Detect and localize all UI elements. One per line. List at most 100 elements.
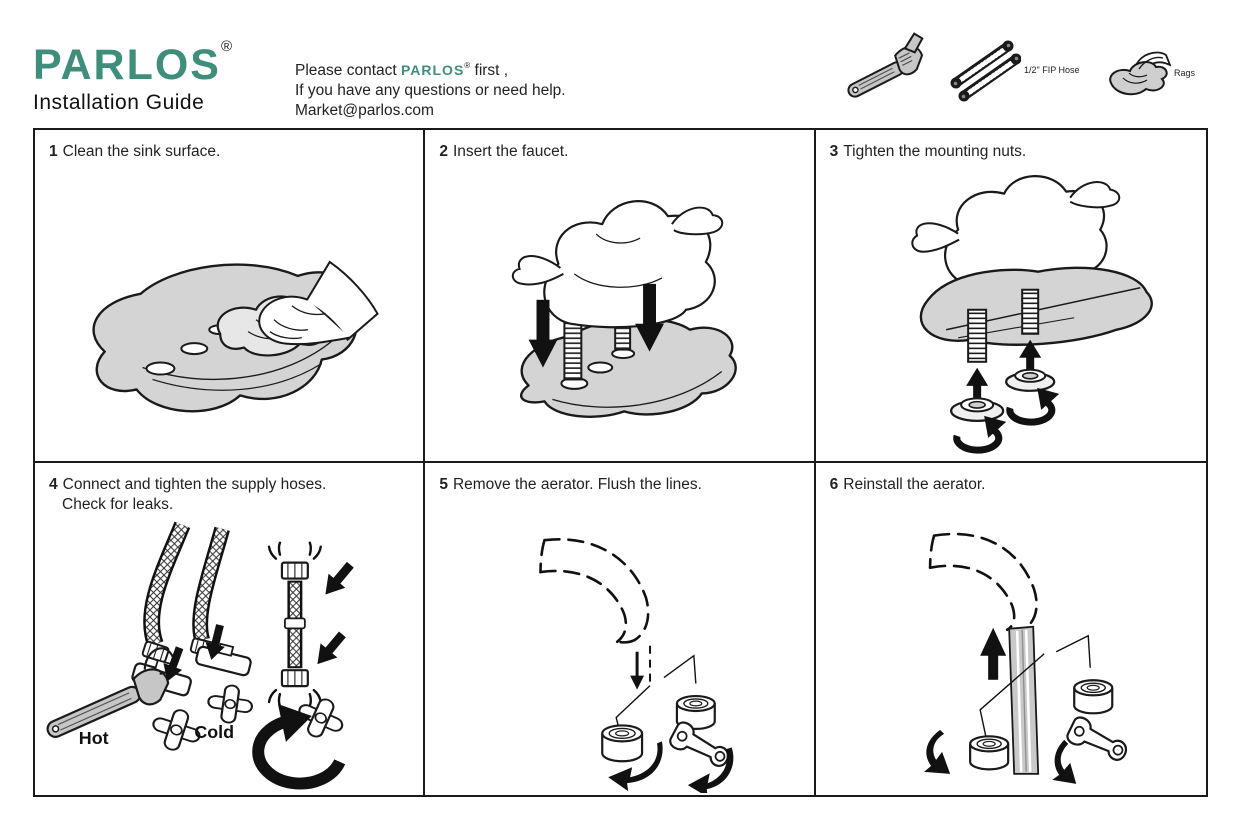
contact-info: Please contact PARLOS® first , If you ha…	[295, 56, 566, 121]
valve-handle	[152, 708, 201, 751]
step-text: Tighten the mounting nuts.	[843, 143, 1027, 160]
rotate-arrow	[923, 729, 950, 774]
hot-label: Hot	[79, 727, 109, 747]
wrench-icon	[847, 32, 924, 98]
step-text: Insert the faucet.	[452, 143, 569, 160]
faucet-handle-right	[671, 206, 724, 236]
aerator	[601, 723, 644, 762]
threaded-shank	[1020, 288, 1039, 335]
sink-hole	[587, 361, 614, 374]
rotate-arrow	[252, 703, 346, 790]
sink-hole	[180, 342, 209, 356]
up-arrow	[965, 367, 988, 398]
aerator-key-tool	[1066, 716, 1127, 761]
step-text: Reinstall the aerator.	[843, 475, 986, 493]
down-arrow	[325, 561, 354, 594]
step-2-illustration	[512, 200, 738, 418]
faucet-handle-left	[910, 222, 960, 253]
contact-email: Market@parlos.com	[295, 102, 434, 119]
step-number: 6	[829, 475, 839, 493]
water-stream	[1007, 625, 1039, 775]
cold-label: Cold	[194, 721, 234, 741]
brand-inline: PARLOS	[400, 62, 465, 78]
step-4-title-line2: Check for leaks.	[62, 495, 174, 513]
faucet-handle-right	[1069, 181, 1120, 209]
step-number: 4	[49, 475, 58, 493]
step-1-illustration	[92, 260, 379, 413]
faucet-body	[543, 200, 717, 329]
rotate-arrow	[1051, 739, 1076, 784]
hose-icon	[950, 40, 1021, 102]
down-arrow	[163, 645, 184, 681]
brand-logo: PARLOS	[33, 41, 221, 89]
valve-handle	[207, 684, 253, 723]
aerator	[968, 734, 1009, 770]
leak-splash	[267, 541, 322, 707]
logo-block: PARLOS® Installation Guide	[33, 38, 232, 115]
step-4-illustration: Hot Cold	[46, 521, 354, 790]
down-arrow	[635, 283, 665, 352]
wrench	[46, 646, 175, 738]
threaded-shank	[966, 308, 987, 363]
hose-check	[252, 541, 354, 790]
up-arrow	[979, 627, 1006, 680]
rotate-arrow	[952, 415, 1006, 454]
mounting-nut	[949, 397, 1004, 422]
up-arrow	[1018, 339, 1041, 370]
rags-icon	[1109, 51, 1171, 96]
registered-inline: ®	[464, 61, 471, 70]
step-number: 3	[829, 143, 839, 160]
faucet-handle-left	[512, 255, 565, 286]
valve-handle	[298, 697, 344, 737]
hand	[258, 295, 350, 346]
step-text: Connect and tighten the supply hoses.	[62, 475, 327, 493]
spout-outline	[928, 532, 1038, 632]
rags-label: Rags	[1174, 68, 1196, 78]
step-5-illustration	[539, 537, 734, 793]
step-text: Clean the sink surface.	[62, 143, 221, 160]
rotate-arrow	[1005, 387, 1059, 426]
mounting-nut	[1004, 368, 1055, 392]
hose-label: 1/2" FIP Hose	[1024, 65, 1080, 75]
step-3-illustration	[910, 175, 1153, 454]
contact-text: first ,	[470, 62, 509, 79]
tool-wrench	[841, 30, 937, 104]
registered-trademark: ®	[221, 38, 233, 55]
contact-line-2: If you have any questions or need help.	[295, 82, 566, 99]
tool-rags: Rags	[1105, 46, 1195, 100]
spout-outline	[539, 537, 650, 644]
contact-line-1: Please contact PARLOS® first ,	[295, 56, 566, 81]
down-arrow	[528, 299, 558, 368]
step-number: 1	[49, 143, 58, 160]
step-text: Remove the aerator. Flush the lines.	[452, 475, 702, 493]
sink-hole	[145, 361, 176, 376]
aerator-key-tool	[669, 720, 730, 767]
rotate-arrow	[688, 746, 734, 793]
leader-line	[979, 634, 1091, 738]
contact-text: Please contact	[295, 62, 401, 79]
threaded-shank	[563, 320, 583, 381]
down-arrow	[205, 623, 225, 660]
aerator	[1072, 678, 1114, 714]
step-number: 2	[439, 143, 448, 160]
down-arrow	[317, 631, 346, 664]
page-title: Installation Guide	[33, 91, 205, 114]
step-number: 5	[439, 475, 448, 493]
tool-hose: 1/2" FIP Hose	[945, 38, 1080, 102]
rotate-arrow	[608, 740, 663, 791]
header: PARLOS® Installation Guide Please contac…	[33, 10, 1208, 122]
step-6-illustration	[923, 532, 1127, 784]
